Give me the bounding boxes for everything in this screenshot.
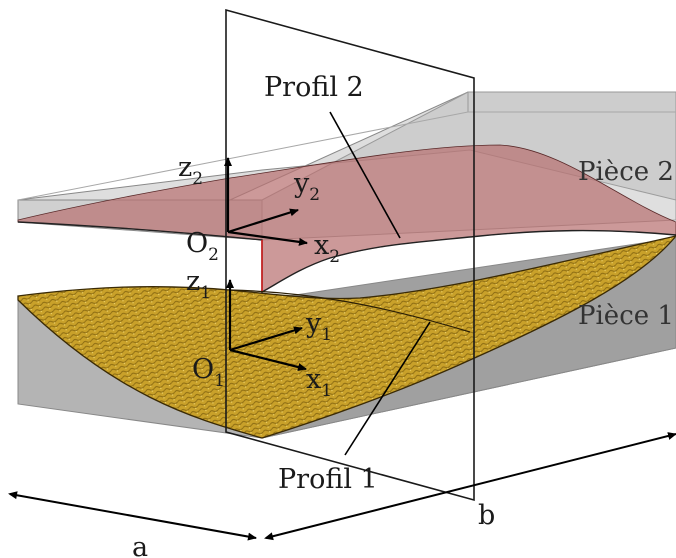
- lower-surface-section-line: [229, 289, 471, 333]
- z1-label: z1: [186, 266, 211, 303]
- x1-axis: [229, 348, 307, 371]
- y1-label: y1: [305, 308, 332, 345]
- x2-label: x2: [314, 230, 340, 267]
- dimension-a-arrow: [8, 491, 257, 541]
- profile-2-leader: [329, 111, 401, 239]
- dimension-b-arrow: [264, 432, 676, 541]
- y1-axis: [229, 326, 303, 352]
- o2-label: O2: [186, 228, 219, 265]
- x2-axis: [227, 230, 308, 246]
- o1-label: O1: [192, 354, 225, 391]
- z2-label: z2: [178, 152, 203, 189]
- frame-2: [224, 157, 308, 246]
- frame-1: [226, 279, 307, 371]
- part-1-label: Pièce 1: [578, 301, 674, 331]
- profile-2-label: Profil 2: [264, 72, 364, 103]
- profile-1-label: Profil 1: [278, 464, 378, 495]
- dimension-a-label: a: [132, 532, 148, 558]
- y2-axis: [227, 208, 299, 234]
- x1-label: x1: [306, 364, 332, 401]
- y2-label: y2: [293, 168, 320, 205]
- dimension-b-label: b: [478, 500, 495, 531]
- upper-surface-lower-edge: [17, 221, 676, 294]
- part-2-label: Pièce 2: [578, 157, 674, 187]
